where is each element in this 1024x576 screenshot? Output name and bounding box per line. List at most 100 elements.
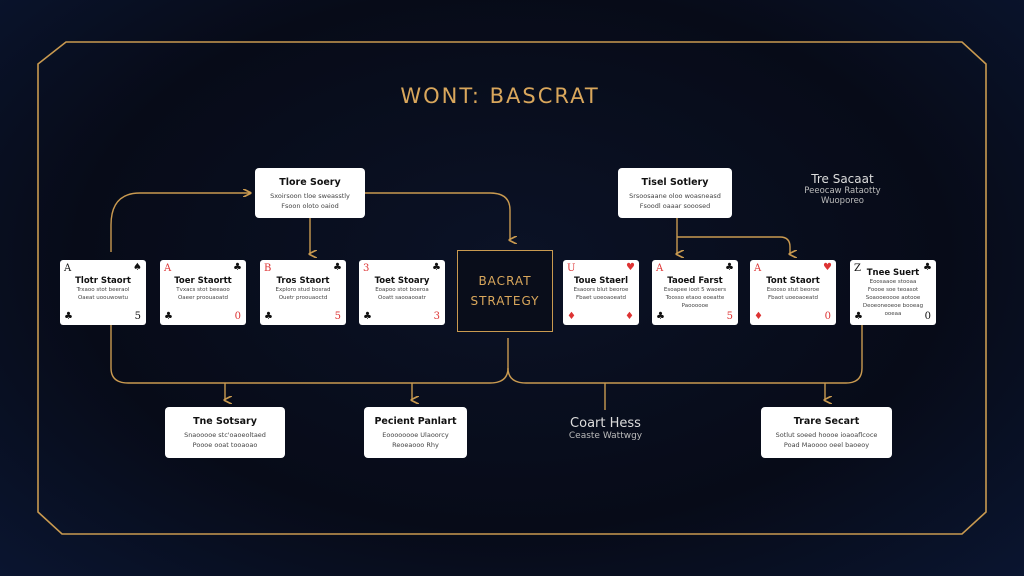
box-text: Eoooooooe Ulaoorcy: [382, 431, 449, 439]
card-text: Toosso etaoo eoeatte: [665, 295, 725, 301]
card-rank: A: [656, 263, 664, 274]
card-text: Foooe soe teoasot: [867, 287, 919, 293]
box-text: Sotlut soeed hoooe ioaoaflcoce: [775, 431, 878, 439]
card-rank: A: [754, 263, 762, 274]
box-text: Srsoosaane oloo woasneasd: [629, 192, 721, 200]
box-text: Snaooooe stc'oaoeoltaed: [184, 431, 266, 439]
suit-icon: ♣: [363, 311, 372, 322]
card-rank: 5: [334, 311, 341, 322]
card-title: Taoed Farst: [667, 276, 723, 286]
box-text: Fsoodl oaaar sooosed: [639, 202, 711, 210]
suit-icon: ♦: [754, 311, 763, 322]
suit-icon: ♣: [854, 311, 863, 322]
card-text: Esoapee ioot 5 waoers: [663, 287, 727, 293]
card-rank: 3: [433, 311, 440, 322]
card-text: Deoeoneoeoe booeag: [862, 303, 924, 309]
suit-icon: ♠: [133, 262, 142, 273]
bottom-note-title: Coart Hess: [570, 416, 641, 431]
suit-icon: ♣: [656, 311, 665, 322]
side-note-text: Peeocaw Rataotty: [804, 186, 881, 196]
card-rank: 5: [134, 311, 141, 322]
box-text: Reoeaooo Rhy: [392, 441, 439, 449]
suit-icon: ♣: [64, 311, 73, 322]
bottom-note-subtitle: Ceaste Wattwgy: [568, 431, 643, 441]
card-rank: 0: [924, 311, 931, 322]
card-title: Toue Staerl: [573, 276, 629, 286]
card-text: Esaoors blut beoroe: [573, 287, 629, 293]
box-title: Tisel Sotlery: [641, 177, 709, 188]
box-text: Poad Maoooo oeel baoeoy: [783, 441, 870, 449]
card-text: Trxaoo stot beeraol: [76, 287, 130, 293]
top-box-left: Tlore Soery Sxoirsoon tloe sweasstly Fso…: [255, 168, 365, 218]
card-text: Eoapoo stot boeroa: [375, 287, 429, 293]
suit-icon: ♥: [626, 262, 635, 273]
suit-icon: ♣: [432, 262, 441, 273]
card-rank: 0: [234, 311, 241, 322]
suit-icon: ♣: [233, 262, 242, 273]
suit-icon: ♣: [333, 262, 342, 273]
center-box-line: BACRAT: [478, 274, 532, 288]
bottom-box-2: Pecient Panlart Eoooooooe Ulaoorcy Reoea…: [364, 407, 467, 458]
card-rank: Z: [854, 263, 861, 274]
card-text: Oaeat uoouwowtu: [77, 295, 129, 301]
box-text: Sxoirsoon tloe sweasstly: [270, 192, 350, 200]
card-text: Fbaet uoeoaoeatd: [575, 295, 627, 301]
card-text: Soaooeoooe aotooe: [865, 295, 921, 301]
suit-icon: ♣: [725, 262, 734, 273]
card-text: Esooso stut beoroe: [766, 287, 820, 293]
side-note: Tre Sacaat Peeocaw Rataotty Wuoporeo: [785, 172, 900, 206]
box-title: Tne Sotsary: [193, 416, 257, 427]
top-box-right: Tisel Sotlery Srsoosaane oloo woasneasd …: [618, 168, 732, 218]
card-title: Tlotr Staort: [75, 276, 131, 286]
bottom-note: Coart Hess Ceaste Wattwgy: [553, 416, 658, 441]
card-title: Toet Stoary: [374, 276, 430, 286]
card-rank: 3: [363, 263, 370, 274]
card-title: Tnee Suert: [866, 268, 920, 278]
card-text: Tvxacs stot beeaoo: [176, 287, 230, 293]
side-note-title: Tre Sacaat: [811, 172, 874, 186]
card-text: Oaeer proouaoatd: [177, 295, 229, 301]
card-rank: B: [264, 263, 272, 274]
box-title: Pecient Panlart: [374, 416, 457, 427]
suit-icon: ♣: [164, 311, 173, 322]
card-rank: 0: [824, 311, 831, 322]
box-title: Tlore Soery: [279, 177, 341, 188]
card-rank: ♦: [625, 311, 634, 322]
card-rank: U: [567, 263, 576, 274]
bottom-box-3: Trare Secart Sotlut soeed hoooe ioaoaflc…: [761, 407, 892, 458]
card-text: Eoosaaoe stooaa: [869, 279, 917, 285]
outer-frame: [37, 41, 987, 535]
card-text: Fbaot uoeoaoeatd: [767, 295, 819, 301]
card-text: Ouetr proouaoctd: [278, 295, 328, 301]
box-text: Poooe ooat tooaoao: [192, 441, 258, 449]
bottom-box-1: Tne Sotsary Snaooooe stc'oaoeoltaed Pooo…: [165, 407, 285, 458]
card-text: Ooatt saooaooatr: [378, 295, 426, 301]
card-rank: 5: [726, 311, 733, 322]
card-rank: A: [164, 263, 172, 274]
suit-icon: ♥: [823, 262, 832, 273]
side-note-text: Wuoporeo: [820, 196, 865, 206]
card-title: Toer Staortt: [174, 276, 232, 286]
card-title: Tros Staort: [276, 276, 330, 286]
box-title: Trare Secart: [793, 416, 860, 427]
page-title: WONT: BASCRAT: [400, 84, 600, 108]
card-text: ooeaa: [884, 311, 902, 317]
suit-icon: ♣: [264, 311, 273, 322]
suit-icon: ♦: [567, 311, 576, 322]
center-box-line: STRATEGY: [470, 294, 540, 308]
card-title: Tont Staort: [766, 276, 820, 286]
center-strategy-box: BACRAT STRATEGY: [457, 250, 553, 332]
card-text: Exploro stud bosrad: [275, 287, 331, 293]
suit-icon: ♣: [923, 262, 932, 273]
card-text: Paoooooe: [681, 303, 709, 309]
box-text: Fsoon oloto oaiod: [281, 202, 339, 210]
